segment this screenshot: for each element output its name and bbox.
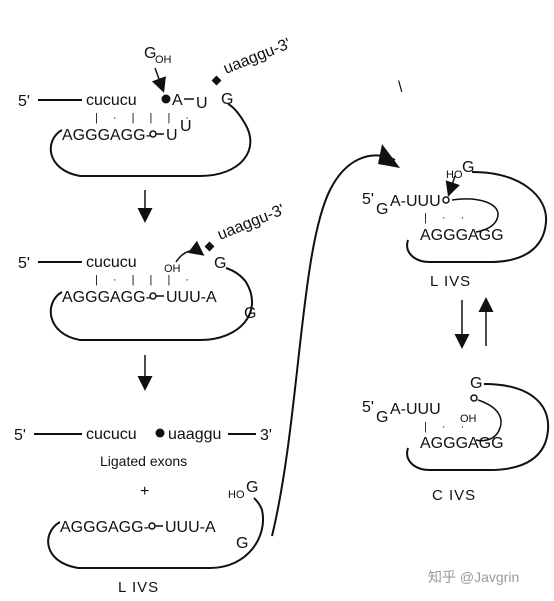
ivs-loop [406,383,550,471]
attack-arrow [175,240,205,263]
guanosine-g: G [144,45,156,62]
base-pairing-marks: | · · [424,212,470,224]
g-top: G [462,159,474,176]
ivs-internal-guide: AGGGAGG- [62,127,151,144]
c-ivs-label: C IVS [432,487,476,504]
l-ivs-label: L IVS [430,273,471,290]
ivs-loop [406,171,548,263]
ivs-internal-guide: AGGGAGG [420,227,504,244]
u-nucleotide-top: U [196,95,208,112]
uuu-a-segment: UUU-A [166,289,217,306]
u-nucleotide-bottom-2: U [180,118,192,135]
a-uuu-segment: A-UUU [390,401,441,418]
base-pairing-marks: | · | | | · [95,112,195,124]
g-top: G [470,375,482,392]
u-nucleotide-bottom: U [166,127,178,144]
right-l-ivs: 5' G A-UUU HO G | · · AGGGAGG L IVS [362,159,548,290]
g-attached: G [236,535,248,552]
five-prime-label: 5' [14,427,26,444]
exon2-splice-marker [204,241,215,252]
phosphate-circle [442,196,450,204]
five-prime-label: 5' [18,93,30,110]
inner-loop [475,399,502,442]
attack-arrow [445,175,460,197]
exon1-oh: OH [164,263,181,275]
intron-loop [47,497,264,569]
guanosine-oh: OH [155,54,172,66]
base-pairing-marks: | · | | | · [95,274,195,286]
attack-arrow [151,67,166,93]
plus-sign: + [140,483,149,500]
ligated-exons-label: Ligated exons [100,453,187,469]
inner-loop [451,198,499,233]
intron-loop [49,267,253,341]
stray-mark: \ [398,79,403,96]
exon2-splice-marker [211,75,222,86]
ivs-internal-guide: AGGGAGG- [62,289,151,306]
g-top: G [246,479,258,496]
terminal-g: G [376,201,388,218]
step2-intermediate: 5' cucucu OH | · | | | · AGGGAGG- UUU-A … [18,201,287,341]
three-prime-label: 3' [260,427,272,444]
intron-loop [49,103,252,177]
five-prime-label: 5' [362,191,374,208]
exon1-sequence: cucucu [86,254,137,271]
phosphate-circle [470,394,478,402]
exon1-sequence: cucucu [86,92,137,109]
five-prime-label: 5' [18,255,30,272]
exon1-sequence: cucucu [86,426,137,443]
ligation-dot [155,428,165,438]
five-prime-label: 5' [362,399,374,416]
g-omega: G [221,91,233,108]
a-uuu-segment: A-UUU [390,193,441,210]
terminal-g: G [376,409,388,426]
a-nucleotide: A [172,92,183,109]
right-c-ivs: 5' G A-UUU OH G | · · AGGGAGG C IVS [362,375,550,504]
exon2-tail: uaaggu-3' [221,35,293,77]
step1-precursor: 5' cucucu A U G OH | · | | | · AGGGAGG- … [18,35,293,177]
splice-site-dot [161,94,171,104]
uuu-a-segment: UUU-A [165,519,216,536]
step3-products: 5' cucucu uaaggu 3' Ligated exons + HO G… [14,426,272,596]
cyclization-arrowhead [378,144,400,168]
g-omega: G [214,255,226,272]
exon2-sequence: uaaggu [168,426,221,443]
ho-label: HO [446,169,463,181]
watermark: 知乎 @Javgrin [428,569,519,585]
ivs-internal-guide: AGGGAGG- [60,519,149,536]
ivs-internal-guide: AGGGAGG [420,435,504,452]
base-pairing-marks: | · · [424,421,470,433]
cyclization-arrow [271,154,396,537]
l-ivs-label: L IVS [118,579,159,596]
exon2-tail: uaaggu-3' [215,201,287,243]
oh-label: OH [460,413,477,425]
phosphate-circle [148,522,156,530]
ho-label: HO [228,489,245,501]
